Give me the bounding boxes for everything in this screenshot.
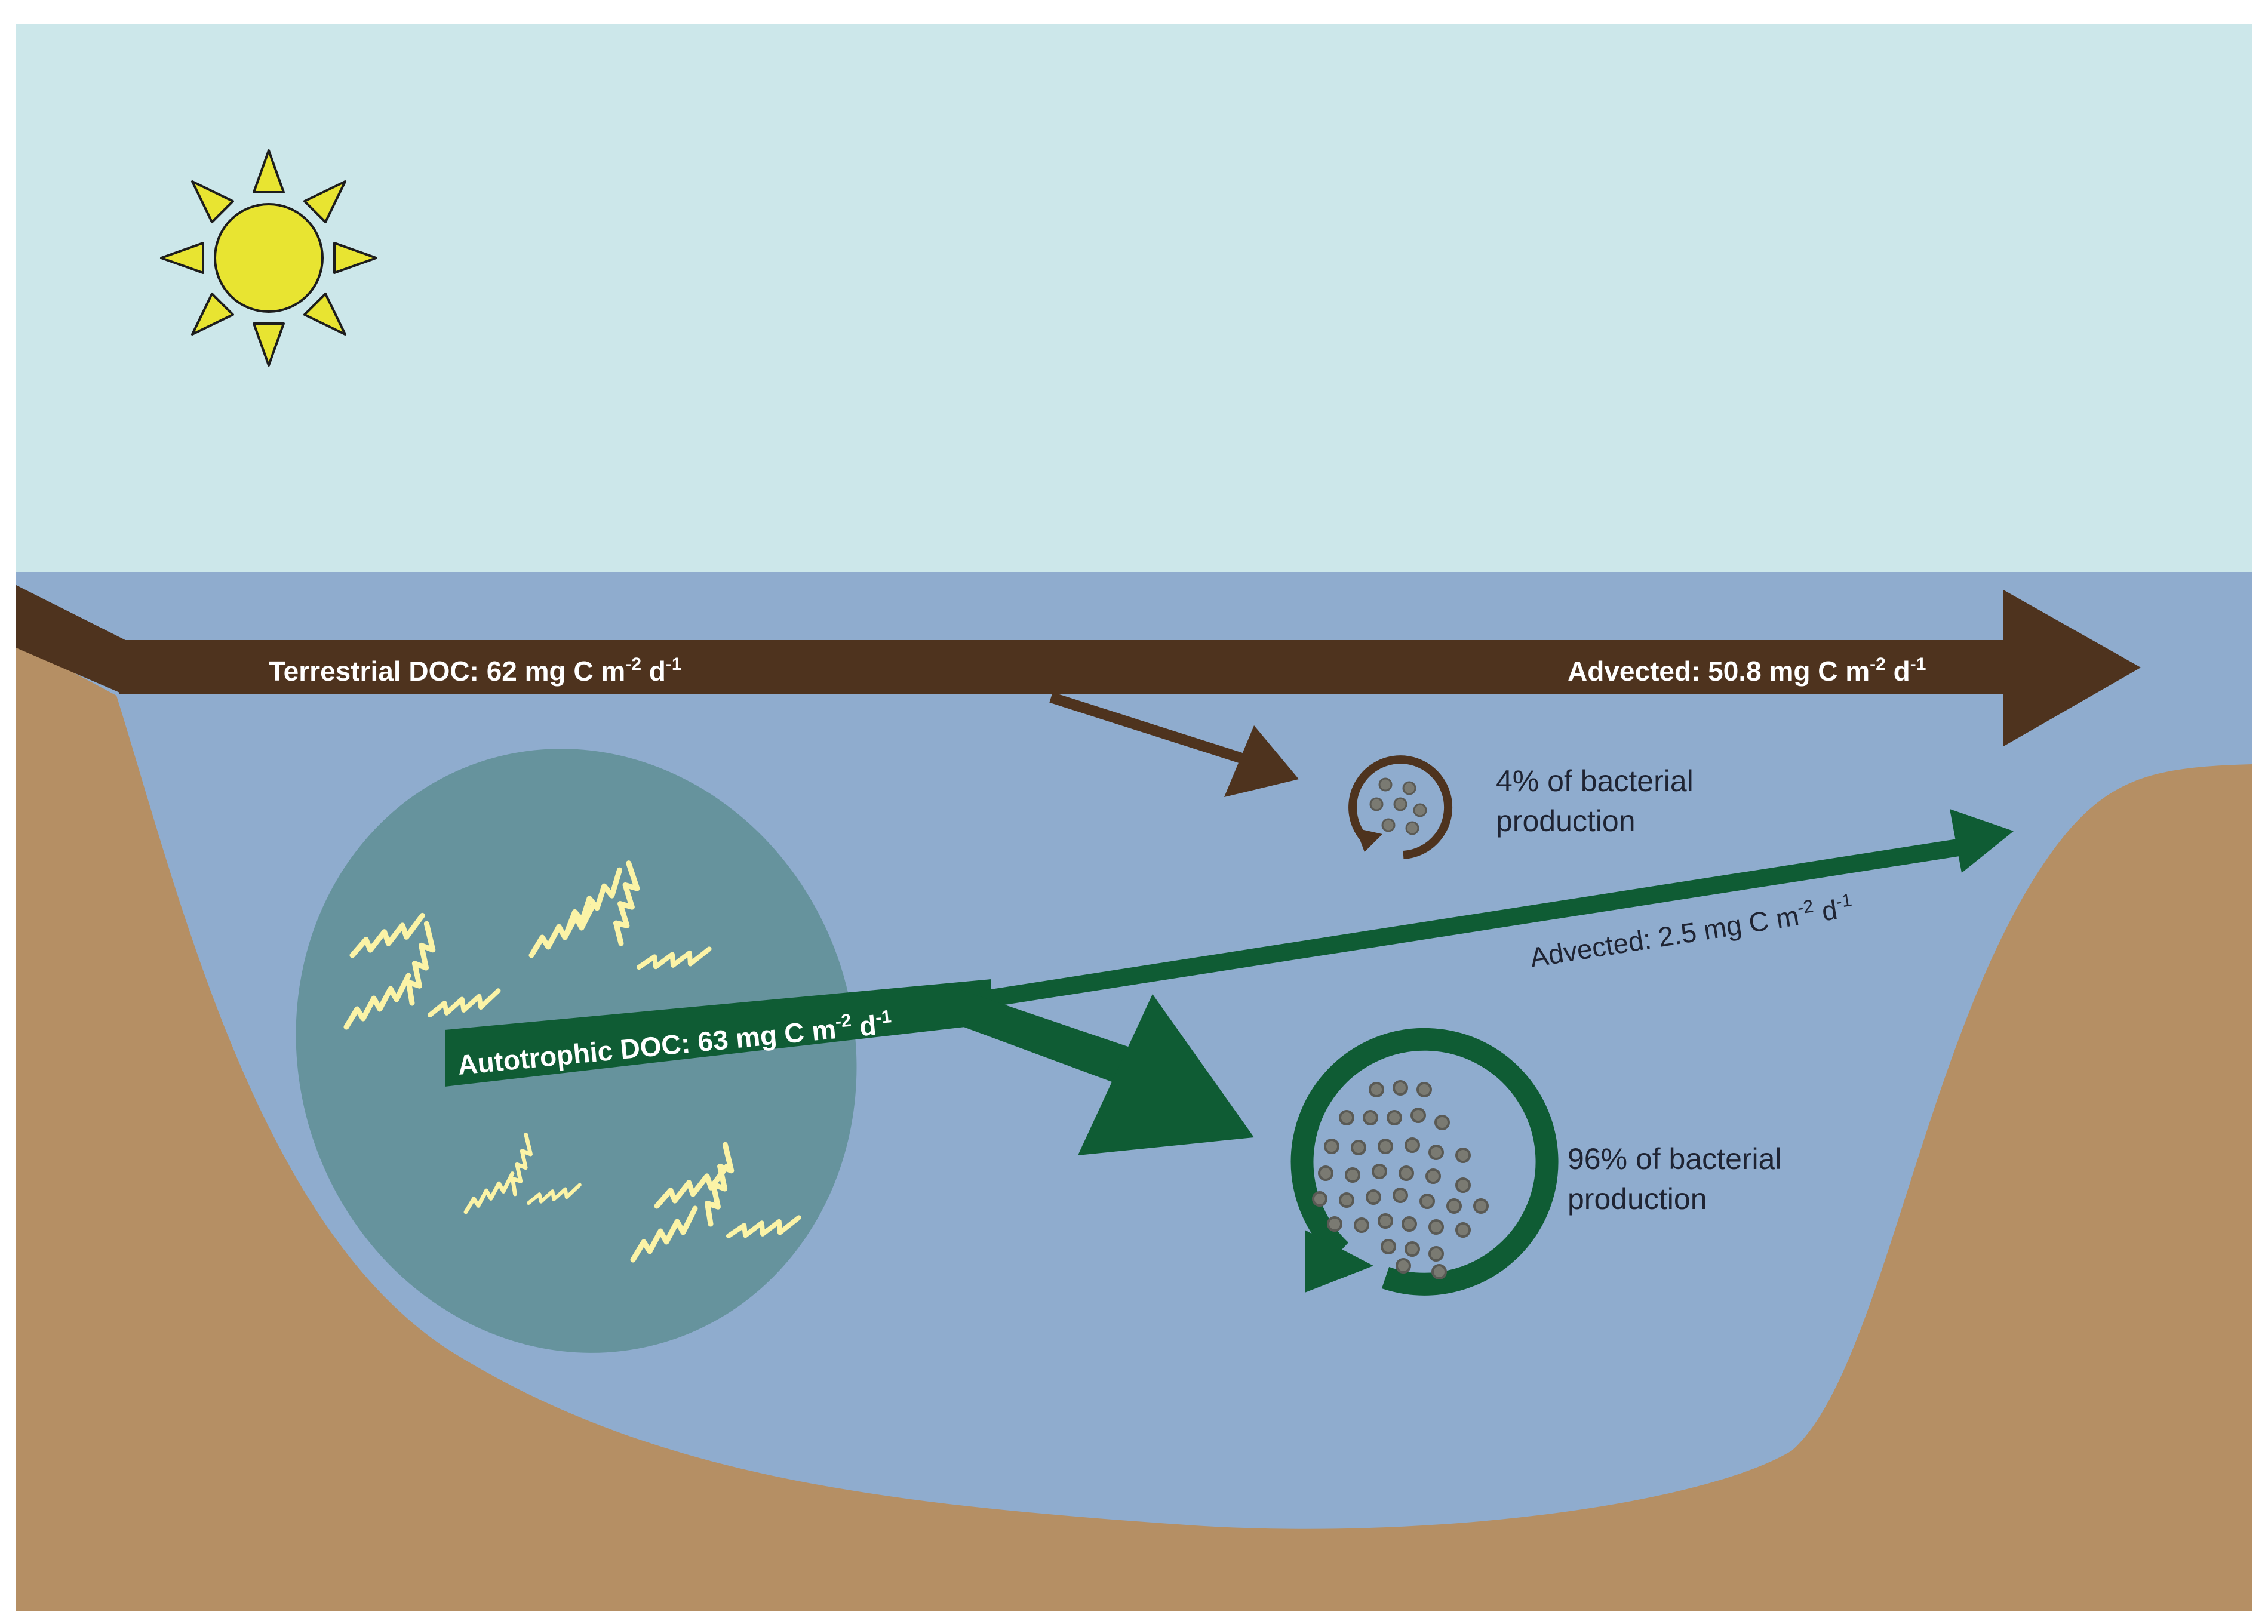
sun-icon xyxy=(160,149,377,367)
small-bp-label: 4% of bacterial production xyxy=(1496,764,1702,838)
lake-bed xyxy=(16,642,2252,1611)
autotrophic-doc-arrow xyxy=(445,809,2014,1155)
terrestrial-advected-label: Advected: 50.8 mg C m-2 d-1 xyxy=(1568,654,1926,687)
terrestrial-branch-arrow xyxy=(1049,692,1253,767)
bacteria-cycle-icon xyxy=(1290,1028,1559,1296)
bacteria-cycle-icon xyxy=(1348,755,1453,859)
sky xyxy=(16,24,2252,573)
terrestrial-doc-band xyxy=(119,640,2006,694)
large-bp-label: 96% of bacterial production xyxy=(1568,1142,1790,1216)
terrestrial-doc-arrow-body xyxy=(16,585,122,694)
terrestrial-branch-arrowhead xyxy=(1224,725,1299,797)
terrestrial-doc-label: Terrestrial DOC: 62 mg C m-2 d-1 xyxy=(269,654,682,687)
